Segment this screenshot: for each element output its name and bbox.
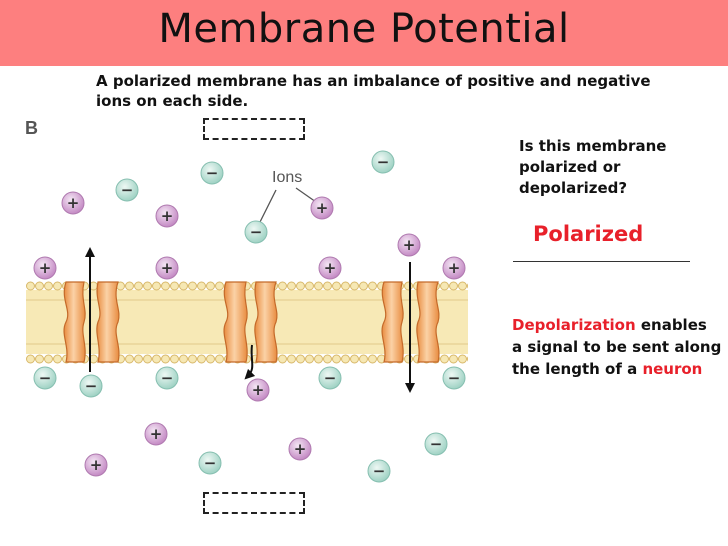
positive-ion: + — [397, 233, 421, 257]
negative-ion: − — [244, 220, 268, 244]
answer-text: Polarized — [533, 222, 644, 246]
svg-text:−: − — [377, 153, 390, 171]
ion-channel-middle — [223, 281, 278, 363]
positive-ion: + — [442, 256, 466, 280]
svg-text:−: − — [430, 435, 443, 453]
positive-ion: + — [84, 453, 108, 477]
svg-text:−: − — [324, 369, 337, 387]
ion-channel-right — [381, 281, 440, 363]
intro-text: A polarized membrane has an imbalance of… — [96, 72, 651, 110]
ions-pointer-left — [259, 189, 277, 223]
positive-ion: + — [155, 256, 179, 280]
title-bar: Membrane Potential — [0, 0, 728, 66]
positive-ion: + — [310, 196, 334, 220]
svg-text:+: + — [90, 456, 103, 474]
svg-text:+: + — [294, 440, 307, 458]
svg-text:−: − — [85, 377, 98, 395]
ion-channel-left — [63, 281, 120, 363]
explanation-highlight: neuron — [642, 360, 703, 378]
svg-text:+: + — [150, 425, 163, 443]
negative-ion: − — [200, 161, 224, 185]
svg-text:−: − — [206, 164, 219, 182]
positive-ion: + — [155, 204, 179, 228]
membrane-heads-top — [26, 281, 468, 291]
svg-text:−: − — [373, 462, 386, 480]
svg-text:+: + — [316, 199, 329, 217]
svg-text:+: + — [161, 207, 174, 225]
question-text: Is this membrane polarized or depolarize… — [519, 137, 667, 197]
positive-ion: + — [33, 256, 57, 280]
negative-ion: − — [424, 432, 448, 456]
svg-text:+: + — [252, 381, 265, 399]
svg-text:−: − — [250, 223, 263, 241]
svg-text:−: − — [161, 369, 174, 387]
svg-text:+: + — [448, 259, 461, 277]
positive-ion: + — [144, 422, 168, 446]
explanation-term: Depolarization — [512, 316, 636, 334]
explanation-middle: enables a signal to be sent along the le… — [512, 316, 722, 378]
negative-ion: − — [33, 366, 57, 390]
negative-ion: − — [198, 451, 222, 475]
svg-text:+: + — [324, 259, 337, 277]
answer-underline — [513, 261, 690, 262]
svg-text:−: − — [204, 454, 217, 472]
positive-ion: + — [318, 256, 342, 280]
arrow-down-middle — [244, 344, 256, 380]
negative-ion: − — [318, 366, 342, 390]
svg-text:−: − — [39, 369, 52, 387]
figure-letter: B — [25, 118, 38, 138]
negative-ion: − — [371, 150, 395, 174]
explanation-text: Depolarization enables a signal to be se… — [512, 314, 722, 380]
ions-pointer-right — [295, 187, 317, 203]
svg-text:+: + — [67, 194, 80, 212]
negative-ion: − — [442, 366, 466, 390]
svg-text:+: + — [161, 259, 174, 277]
positive-ion: + — [288, 437, 312, 461]
page-title: Membrane Potential — [158, 6, 570, 52]
svg-text:−: − — [121, 181, 134, 199]
svg-text:+: + — [403, 236, 416, 254]
positive-ion: + — [246, 378, 270, 402]
negative-ion: − — [367, 459, 391, 483]
negative-ion: − — [155, 366, 179, 390]
bottom-blank-box — [203, 492, 305, 514]
svg-text:−: − — [448, 369, 461, 387]
svg-text:+: + — [39, 259, 52, 277]
negative-ion: − — [79, 374, 103, 398]
positive-ion: + — [61, 191, 85, 215]
top-blank-box — [203, 118, 305, 140]
ions-label: Ions — [272, 169, 302, 186]
negative-ion: − — [115, 178, 139, 202]
